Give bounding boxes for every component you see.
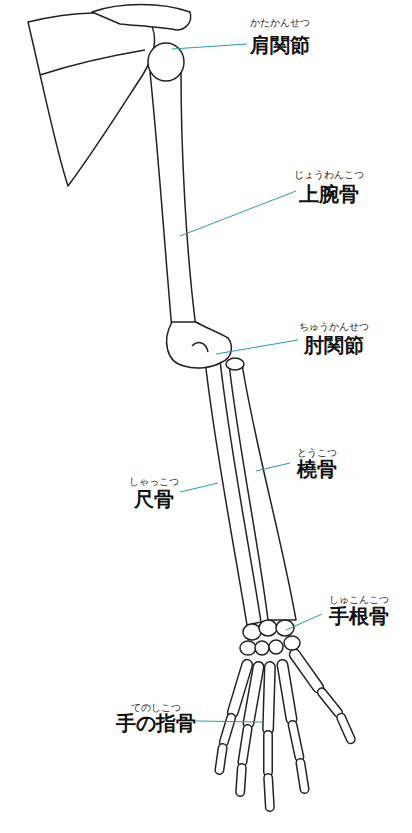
leader-line <box>180 191 296 236</box>
bone-label: 肘関節 <box>304 335 364 355</box>
bone-label: 尺骨 <box>134 489 174 509</box>
bone-label: 手の指骨 <box>116 713 196 733</box>
finger-bone <box>268 778 270 807</box>
finger-bone <box>268 778 270 807</box>
scapula-ridge <box>40 50 145 75</box>
finger-bone <box>282 665 291 719</box>
carpal-bone <box>240 641 256 655</box>
finger-bone <box>263 735 273 772</box>
finger-bone <box>268 667 270 729</box>
leader-line <box>216 340 298 354</box>
carpal-bone <box>269 640 283 654</box>
leader-line <box>286 614 322 630</box>
furigana: てのしこつ <box>131 703 181 713</box>
finger-bone <box>295 654 319 687</box>
finger-bone <box>219 748 222 770</box>
bone-label: 上腕骨 <box>299 184 359 204</box>
finger-bone <box>322 692 338 712</box>
finger-bone <box>249 667 259 723</box>
hand-bones <box>219 620 350 807</box>
finger-bone <box>219 748 222 770</box>
radius-head <box>226 358 244 370</box>
leader-line <box>256 463 290 471</box>
finger-bone <box>293 725 300 757</box>
finger-bone <box>233 665 247 712</box>
furigana: ちゅうかんせつ <box>299 322 369 332</box>
bone-label: 手根骨 <box>329 606 389 626</box>
finger-bone <box>233 665 247 712</box>
finger-bone <box>300 763 304 789</box>
finger-bone <box>282 665 291 719</box>
carpal-bone <box>259 620 277 636</box>
bone-label: 肩関節 <box>250 35 310 55</box>
humerus <box>150 72 196 330</box>
acromion <box>92 5 191 31</box>
carpal-bone <box>243 624 261 640</box>
finger-bone <box>265 735 272 772</box>
finger-bone <box>268 667 270 729</box>
furigana: しゅこんこつ <box>329 595 389 605</box>
finger-bone <box>322 692 338 712</box>
leader-line <box>180 483 218 492</box>
finger-bone <box>249 667 259 723</box>
finger-bone <box>341 718 351 740</box>
scapula <box>28 13 155 186</box>
finger-bone <box>293 725 300 757</box>
bone-label: 橈骨 <box>297 459 337 479</box>
carpal-bone <box>255 641 269 655</box>
furigana: かたかんせつ <box>250 18 310 28</box>
finger-bone <box>242 729 247 762</box>
leader-line <box>172 44 247 49</box>
carpal-bone <box>284 636 300 650</box>
finger-bone <box>295 654 319 687</box>
finger-bone <box>240 768 242 792</box>
furigana: とうこつ <box>297 448 337 458</box>
leader-line <box>196 721 262 722</box>
furigana: じょうわんこつ <box>294 170 364 180</box>
finger-bone <box>341 718 351 740</box>
finger-bone <box>240 768 242 792</box>
humerus-distal <box>167 322 232 368</box>
finger-bone <box>300 763 304 789</box>
furigana: しゃっこつ <box>129 477 179 487</box>
finger-bone <box>242 729 247 762</box>
radius <box>229 364 296 620</box>
elbow-detail <box>192 343 208 352</box>
